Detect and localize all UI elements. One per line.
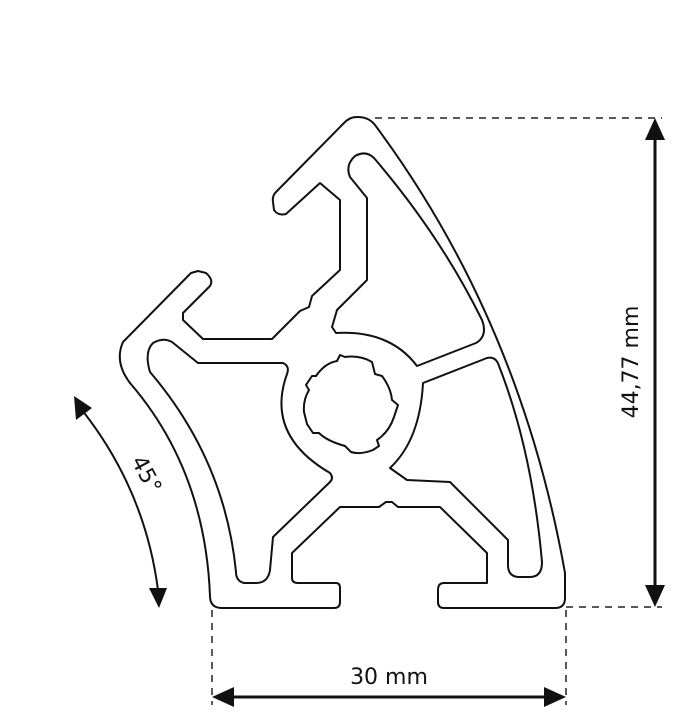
angle-arc — [81, 409, 159, 591]
center-bore — [302, 354, 399, 455]
arrowhead-angle-start-icon — [74, 396, 92, 420]
angle-dimension: 45° — [74, 396, 167, 608]
profile-cross-section — [118, 116, 566, 609]
arrowhead-angle-end-icon — [149, 588, 167, 608]
height-dimension: 44,77 mm — [375, 117, 665, 608]
pocket-top-right — [331, 152, 485, 367]
arrowhead-left-icon — [212, 687, 234, 707]
arrowhead-down-icon — [645, 585, 665, 607]
pocket-left — [146, 338, 333, 584]
width-label: 30 mm — [350, 665, 428, 690]
profile-outer-outline — [118, 116, 566, 609]
pocket-bottom-right — [389, 356, 543, 578]
arrowhead-up-icon — [645, 118, 665, 140]
arrowhead-right-icon — [544, 687, 566, 707]
width-dimension: 30 mm — [211, 610, 567, 707]
height-label: 44,77 mm — [619, 306, 644, 419]
